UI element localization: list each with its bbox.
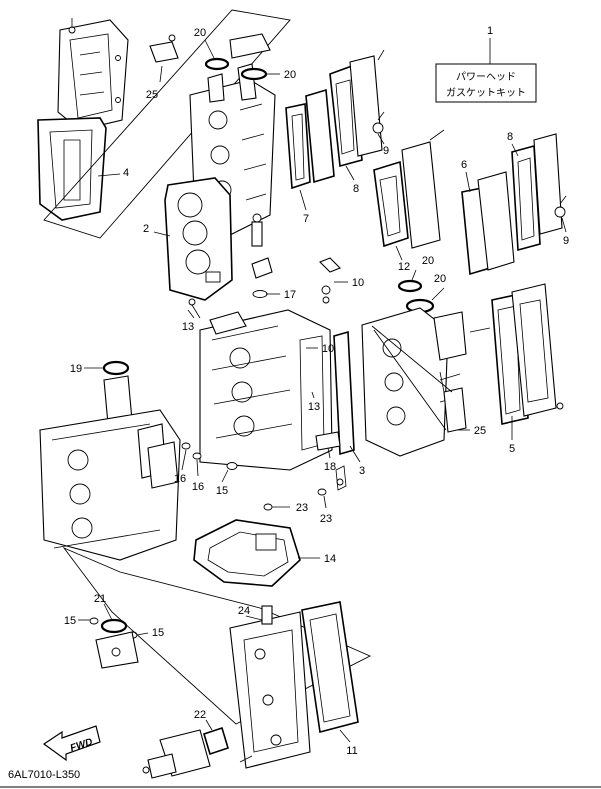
group-frame-top	[43, 9, 291, 239]
fitting-23a	[336, 478, 344, 486]
oil-seal-top-b	[240, 67, 268, 81]
bottom-cover-11	[229, 601, 359, 769]
callout-9b: 9	[563, 235, 569, 247]
callout-20a: 20	[194, 27, 206, 39]
callouts: 1 2 3 4 5 6 7 8 8 9 9 10 10 11 12 13 13	[64, 25, 569, 757]
callout-14: 14	[324, 553, 336, 565]
crankcase-left	[39, 360, 181, 561]
lower-seal-housing	[95, 618, 139, 669]
callout-19: 19	[70, 363, 82, 375]
callout-24: 24	[238, 605, 250, 617]
accessory-22	[142, 726, 253, 779]
kit-label-line2: ガスケットキット	[446, 87, 526, 99]
callout-15c: 15	[152, 627, 164, 639]
callout-15a: 15	[216, 485, 228, 497]
callout-3: 3	[359, 465, 365, 477]
intake-gaskets	[285, 55, 563, 276]
callout-10b: 10	[322, 343, 334, 355]
callout-25b: 25	[474, 425, 486, 437]
callout-4: 4	[123, 167, 129, 179]
callout-15b: 15	[64, 615, 76, 627]
callout-21: 21	[94, 593, 106, 605]
group-line-right-b	[373, 329, 447, 431]
callout-2: 2	[143, 223, 149, 235]
callout-16a: 16	[174, 473, 186, 485]
callout-20c: 20	[422, 255, 434, 267]
exhaust-cover-right	[491, 283, 564, 425]
callout-20d: 20	[434, 273, 446, 285]
gasket-3	[333, 330, 355, 456]
callout-7: 7	[303, 213, 309, 225]
group-frame-bottom	[62, 546, 372, 725]
callout-9a: 9	[383, 145, 389, 157]
cylinder-head-right	[361, 307, 491, 457]
callout-23b: 23	[320, 513, 332, 525]
gasket-14	[193, 519, 301, 587]
callout-8b: 8	[507, 131, 513, 143]
callout-16b: 16	[192, 481, 204, 493]
callout-11: 11	[346, 745, 357, 757]
bolts-9	[372, 49, 567, 218]
fwd-arrow: FWD	[42, 725, 101, 762]
callout-20b: 20	[284, 69, 296, 81]
crankcase-block	[199, 309, 333, 471]
group-line-right-a	[371, 325, 453, 393]
callout-22: 22	[194, 709, 206, 721]
callout-17: 17	[284, 289, 296, 301]
head-gasket-2	[164, 177, 233, 301]
callout-8a: 8	[353, 183, 359, 195]
callout-25a: 25	[146, 89, 158, 101]
callout-13a: 13	[182, 321, 194, 333]
diagram-code: 6AL7010-L350	[8, 769, 80, 781]
callout-1: 1	[487, 25, 493, 37]
callout-13b: 13	[308, 401, 320, 413]
callout-12: 12	[398, 261, 410, 273]
oil-seal-top-a	[204, 57, 230, 71]
callout-23a: 23	[296, 502, 308, 514]
small-parts-center	[188, 213, 341, 397]
callout-5: 5	[509, 443, 515, 455]
callout-10a: 10	[352, 277, 364, 289]
callout-6: 6	[461, 159, 467, 171]
oil-seal-right-a	[397, 279, 423, 293]
exhaust-cover-group	[37, 18, 129, 221]
kit-label-line1: パワーヘッド	[456, 71, 516, 83]
callout-18: 18	[324, 461, 336, 473]
kit-label-box: パワーヘッド ガスケットキット	[435, 38, 537, 103]
bracket-18	[315, 431, 341, 451]
